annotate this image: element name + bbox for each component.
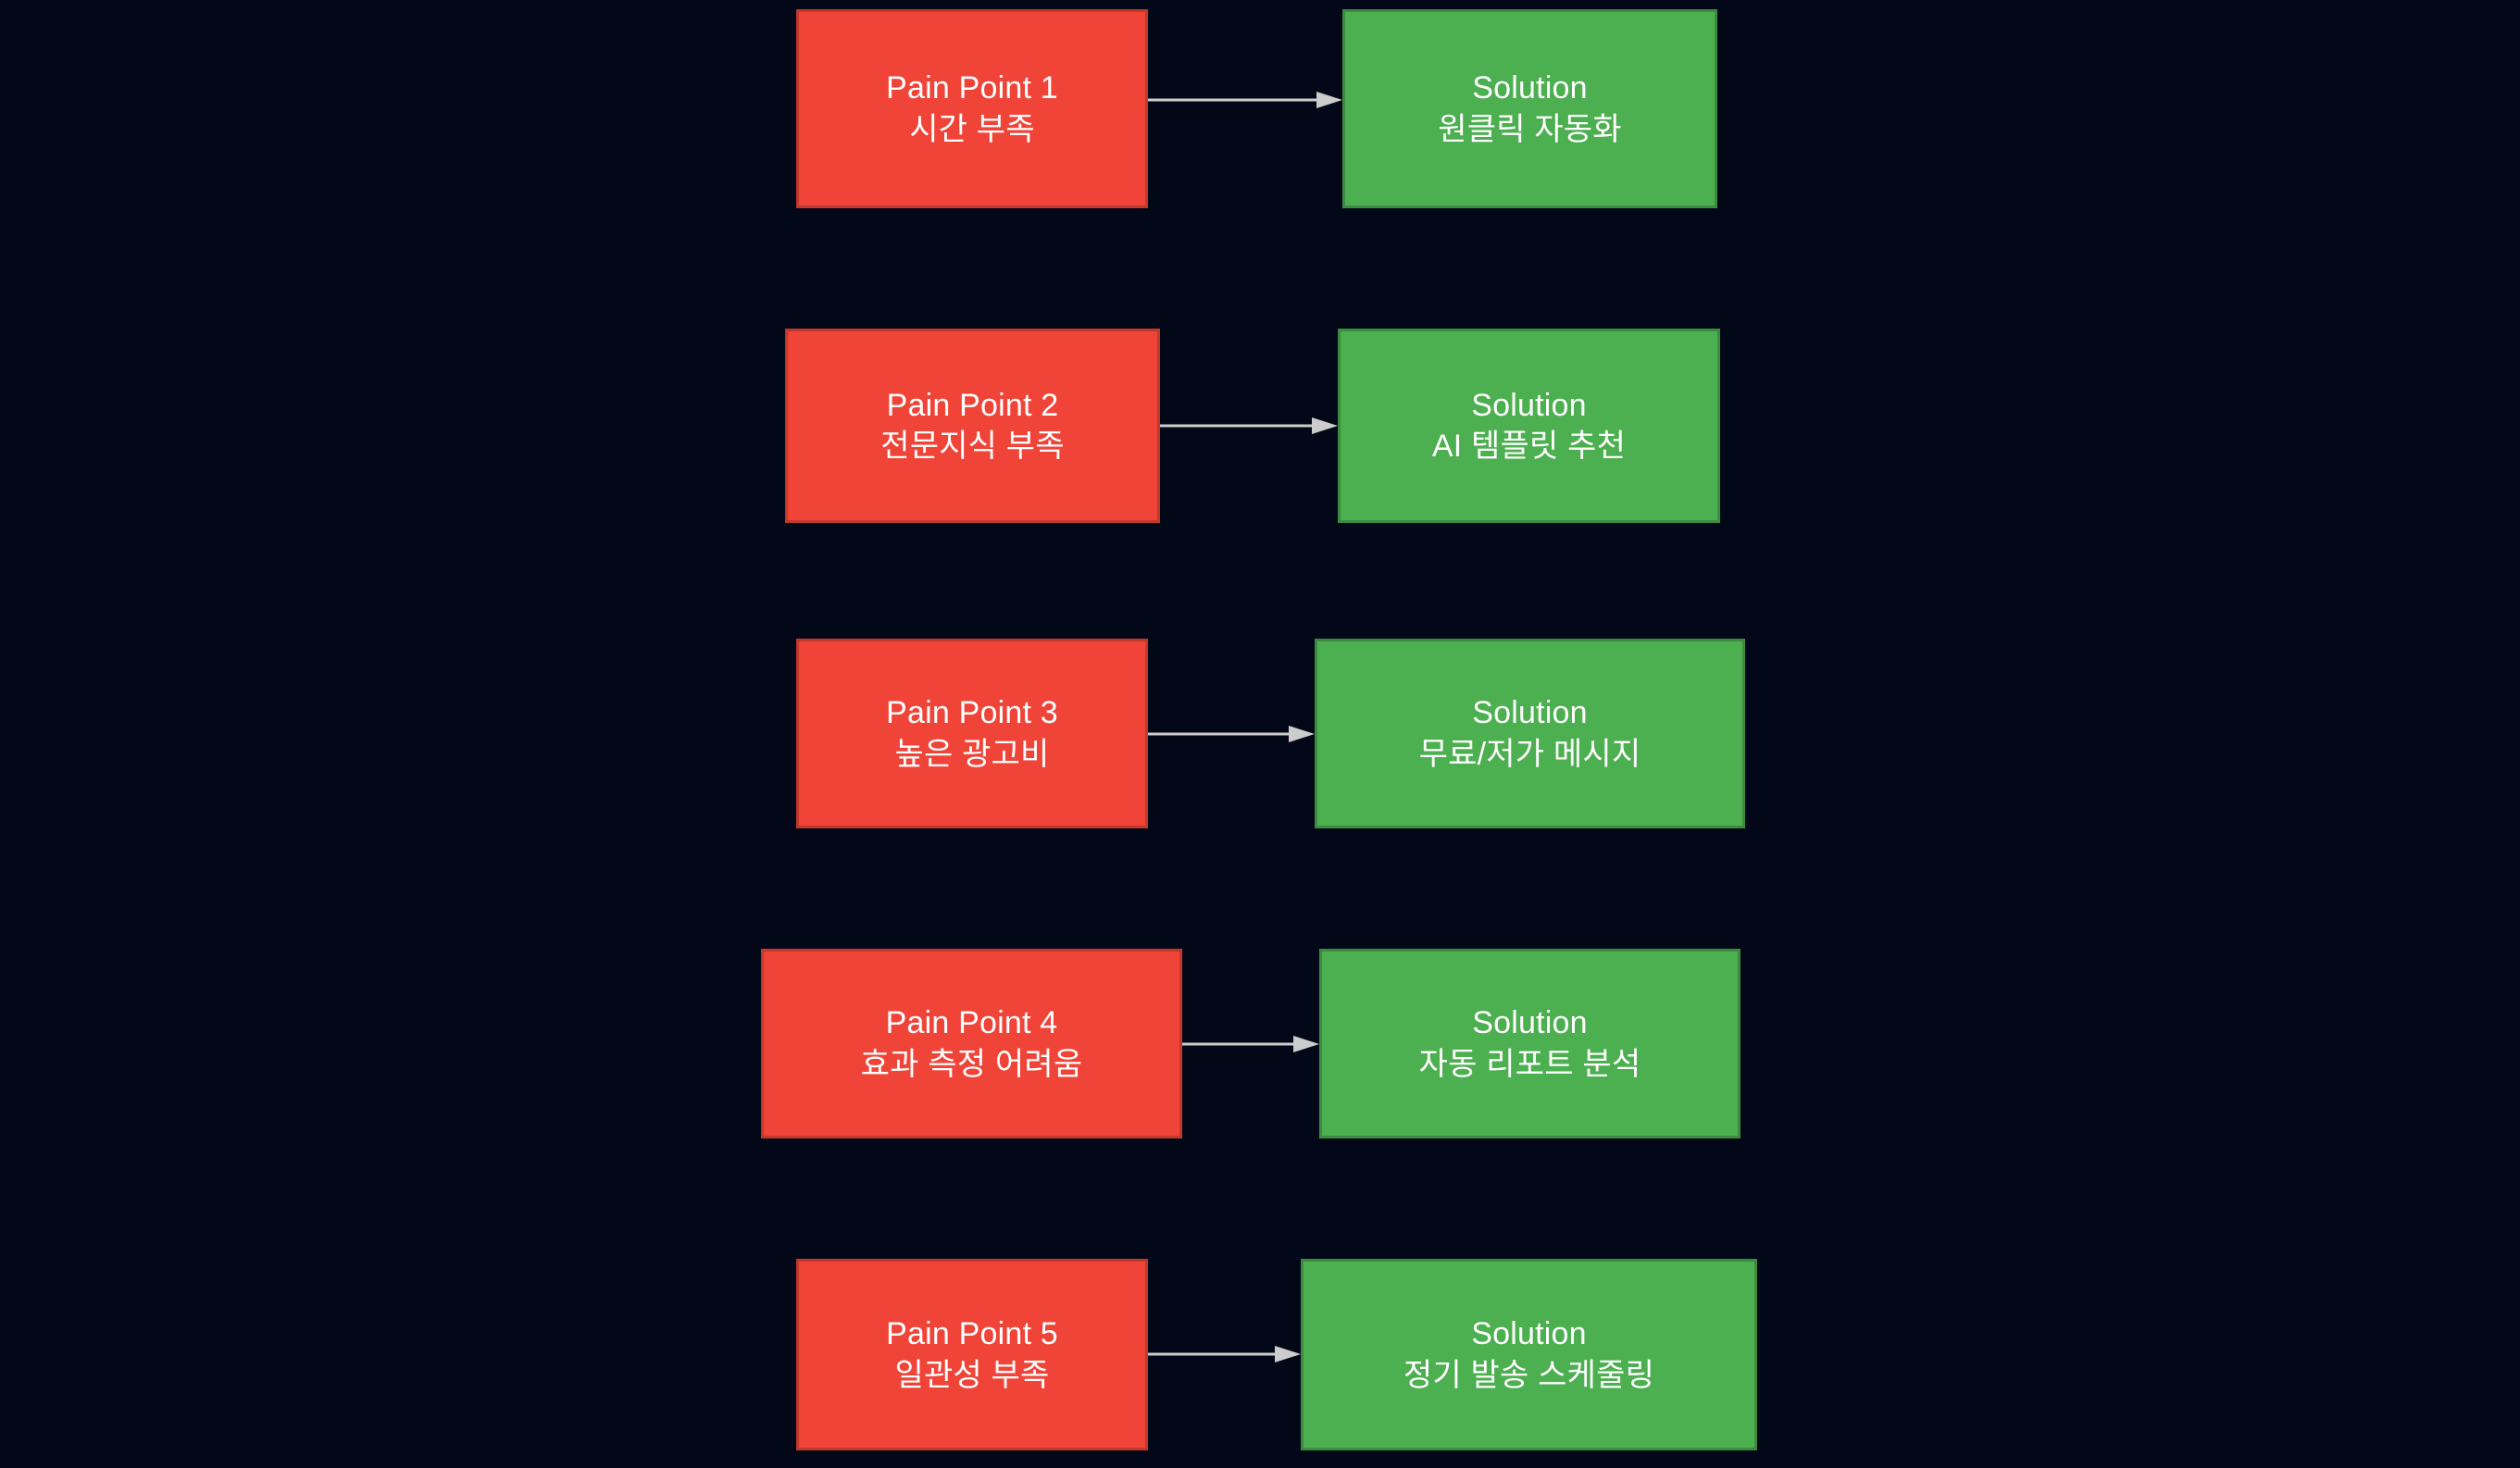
node-subtitle: 효과 측정 어려움 bbox=[860, 1046, 1083, 1082]
edge-pain-4-to-solution-4 bbox=[1182, 1035, 1319, 1053]
node-pain-point-5[interactable]: Pain Point 5 일관성 부족 bbox=[796, 1259, 1148, 1450]
node-title: Pain Point 2 bbox=[886, 387, 1059, 423]
edge-pain-2-to-solution-2 bbox=[1160, 417, 1338, 435]
node-subtitle: 정기 발송 스케줄링 bbox=[1403, 1357, 1655, 1393]
node-subtitle: 전문지식 부족 bbox=[880, 429, 1065, 464]
node-subtitle: 무료/저가 메시지 bbox=[1418, 736, 1641, 772]
node-pain-point-2[interactable]: Pain Point 2 전문지식 부족 bbox=[785, 329, 1160, 523]
node-title: Solution bbox=[1472, 1005, 1588, 1041]
node-subtitle: 시간 부족 bbox=[909, 111, 1035, 147]
node-subtitle: 높은 광고비 bbox=[894, 736, 1050, 772]
node-subtitle: AI 템플릿 추천 bbox=[1431, 429, 1627, 464]
node-pain-point-1[interactable]: Pain Point 1 시간 부족 bbox=[796, 9, 1148, 208]
node-title: Solution bbox=[1472, 70, 1588, 106]
node-solution-2[interactable]: Solution AI 템플릿 추천 bbox=[1338, 329, 1720, 523]
node-solution-3[interactable]: Solution 무료/저가 메시지 bbox=[1315, 639, 1745, 828]
node-title: Solution bbox=[1472, 695, 1588, 731]
node-subtitle: 자동 리포트 분석 bbox=[1418, 1046, 1641, 1082]
node-title: Pain Point 4 bbox=[885, 1005, 1058, 1041]
node-title: Solution bbox=[1471, 1316, 1587, 1352]
node-title: Pain Point 5 bbox=[886, 1316, 1058, 1352]
node-solution-4[interactable]: Solution 자동 리포트 분석 bbox=[1319, 949, 1740, 1138]
edge-pain-1-to-solution-1 bbox=[1148, 91, 1342, 109]
node-solution-5[interactable]: Solution 정기 발송 스케줄링 bbox=[1301, 1259, 1757, 1450]
node-subtitle: 원클릭 자동화 bbox=[1438, 111, 1622, 147]
node-title: Pain Point 3 bbox=[886, 695, 1058, 731]
node-title: Solution bbox=[1471, 387, 1587, 423]
edge-pain-3-to-solution-3 bbox=[1148, 725, 1315, 743]
node-title: Pain Point 1 bbox=[886, 70, 1058, 106]
node-solution-1[interactable]: Solution 원클릭 자동화 bbox=[1342, 9, 1717, 208]
node-pain-point-3[interactable]: Pain Point 3 높은 광고비 bbox=[796, 639, 1148, 828]
node-subtitle: 일관성 부족 bbox=[894, 1357, 1050, 1393]
edge-pain-5-to-solution-5 bbox=[1148, 1345, 1301, 1363]
node-pain-point-4[interactable]: Pain Point 4 효과 측정 어려움 bbox=[761, 949, 1182, 1138]
